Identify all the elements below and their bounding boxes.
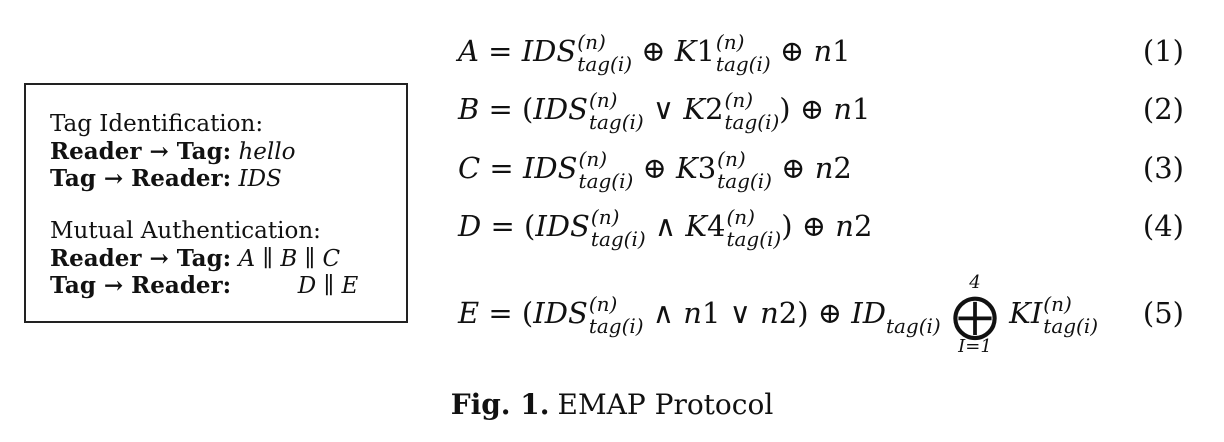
message-sender: Reader → Tag: — [50, 245, 232, 272]
lower-limit: I=1 — [958, 336, 992, 357]
equation-1: A = IDS(n)tag(i) ⊕ K1(n)tag(i) ⊕ n1 — [458, 30, 851, 76]
message-tag-to-reader-2: Tag → Reader: D ∥ E — [50, 272, 358, 299]
equation-number-1: (1) — [1142, 34, 1184, 68]
figure-label: Fig. 1. — [450, 388, 550, 421]
equation-5: E = (IDS(n)tag(i) ∧ n1 ∨ n2) ⊕ IDtag(i) … — [458, 272, 1099, 357]
equation-number-4: (4) — [1142, 209, 1184, 243]
message-content: hello — [238, 139, 296, 165]
equation-number-5: (5) — [1142, 296, 1184, 330]
protocol-box: Tag Identification: Reader → Tag: hello … — [24, 83, 408, 323]
message-tag-to-reader-1: Tag → Reader: IDS — [50, 165, 358, 192]
equation-2: B = (IDS(n)tag(i) ∨ K2(n)tag(i)) ⊕ n1 — [458, 88, 871, 134]
message-reader-to-tag-1: Reader → Tag: hello — [50, 138, 358, 165]
message-sender: Tag → Reader: — [50, 165, 232, 192]
equation-lhs: E — [458, 296, 480, 330]
message-reader-to-tag-2: Reader → Tag: A ∥ B ∥ C — [50, 245, 358, 272]
figure-title: EMAP Protocol — [557, 388, 774, 421]
equation-3: C = IDS(n)tag(i) ⊕ K3(n)tag(i) ⊕ n2 — [458, 147, 852, 193]
message-content: A ∥ B ∥ C — [238, 246, 341, 272]
tag-identification-title: Tag Identification: — [50, 111, 264, 137]
equation-number-3: (3) — [1142, 151, 1184, 185]
message-content: D ∥ E — [297, 273, 359, 299]
equation-lhs: D — [458, 209, 482, 243]
figure-caption: Fig. 1.EMAP Protocol — [0, 388, 1224, 421]
protocol-messages: Tag Identification: Reader → Tag: hello … — [50, 111, 358, 299]
equation-number-2: (2) — [1142, 92, 1184, 126]
message-content: IDS — [238, 166, 282, 192]
big-xor-operator: 4 ⨁ I=1 — [951, 272, 998, 357]
equation-lhs: A — [458, 34, 479, 68]
equation-lhs: B — [458, 92, 480, 126]
message-sender: Reader → Tag: — [50, 138, 232, 165]
mutual-authentication-title: Mutual Authentication: — [50, 218, 321, 244]
upper-limit: 4 — [969, 272, 981, 293]
message-sender: Tag → Reader: — [50, 272, 232, 299]
equation-4: D = (IDS(n)tag(i) ∧ K4(n)tag(i)) ⊕ n2 — [458, 205, 873, 251]
equation-lhs: C — [458, 151, 481, 185]
